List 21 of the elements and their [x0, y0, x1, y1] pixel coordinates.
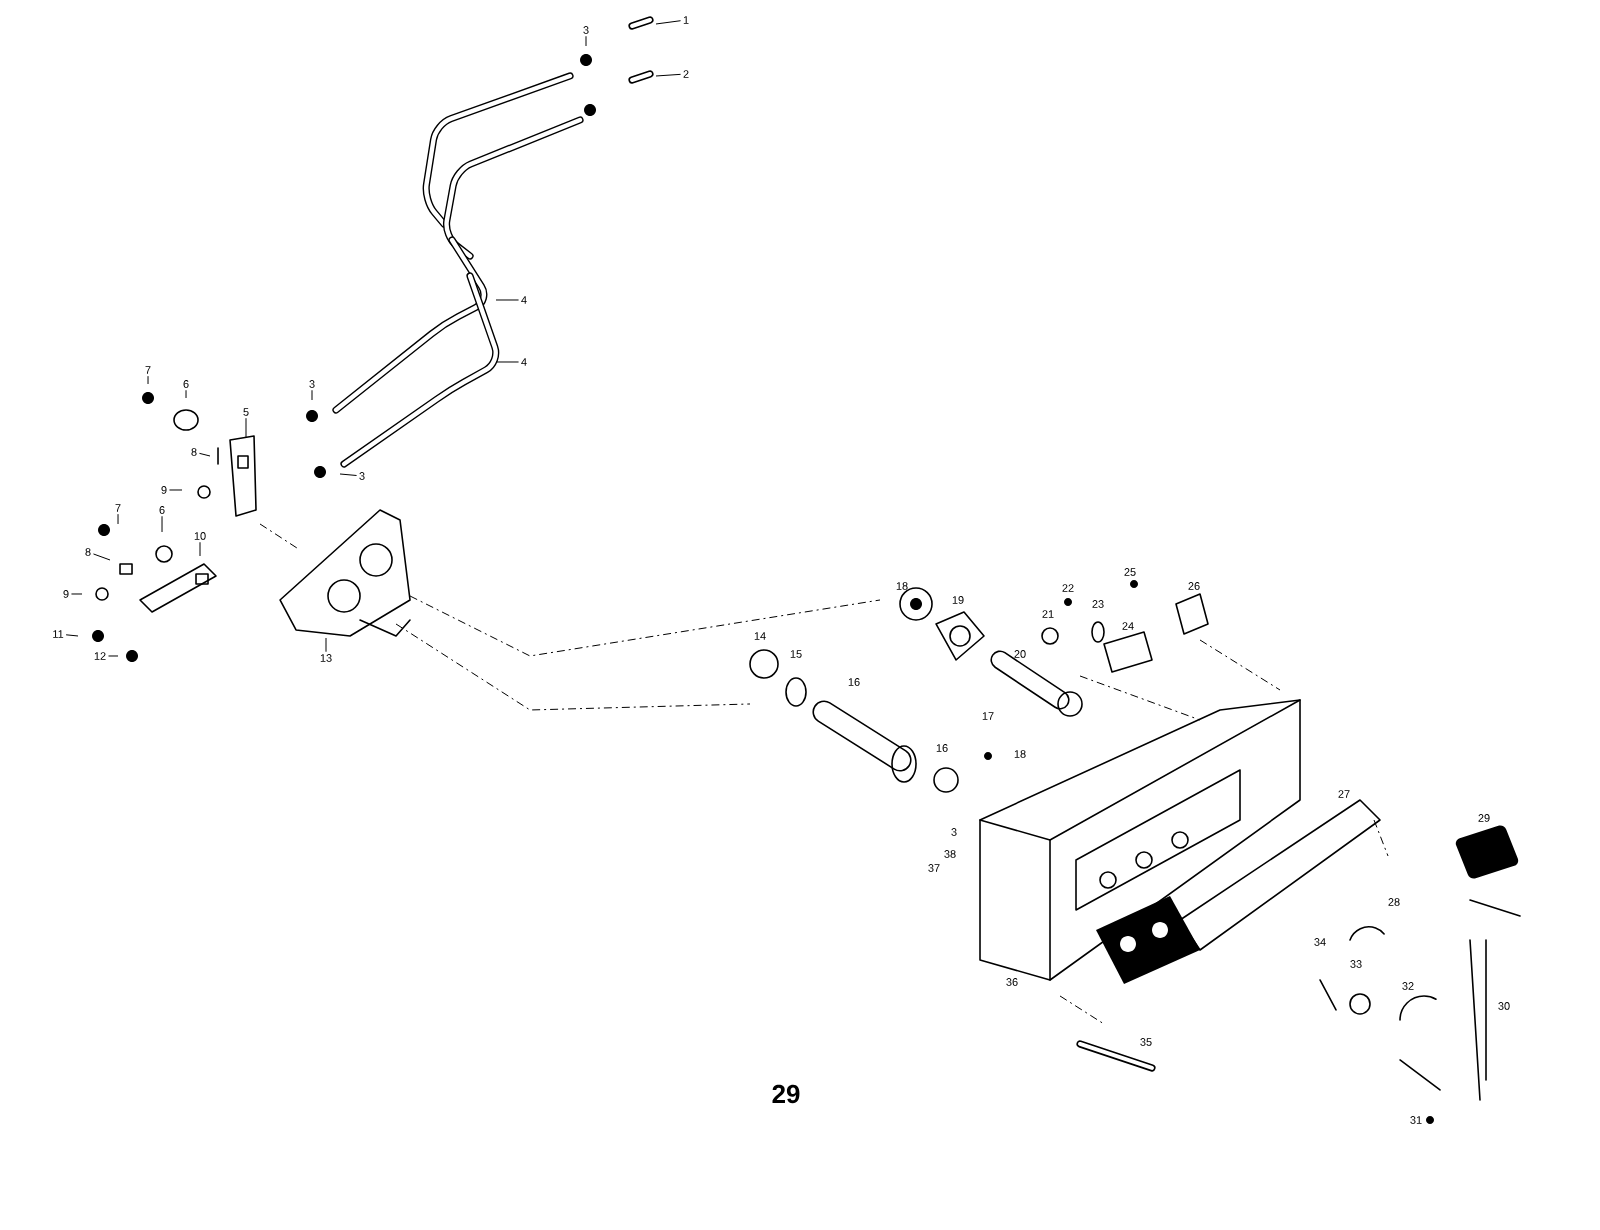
leader-line — [92, 553, 111, 561]
leader-line — [117, 513, 119, 525]
leader-line — [199, 541, 201, 557]
leader-line — [108, 655, 119, 657]
leader-line — [495, 361, 520, 363]
leader-line — [198, 452, 211, 457]
leader-line — [655, 20, 682, 25]
leader-line — [585, 35, 587, 47]
leader-line — [339, 473, 358, 476]
leader-line — [655, 73, 682, 77]
figure-number: 29 — [772, 1084, 800, 1104]
leader-line — [495, 299, 520, 301]
leader-line — [311, 389, 313, 401]
leader-line — [147, 375, 149, 385]
leader-line — [161, 515, 163, 533]
leader-line — [325, 637, 327, 653]
leader-line — [70, 593, 83, 595]
leader-line — [65, 634, 79, 637]
leader-line — [245, 417, 247, 439]
leader-line — [185, 389, 187, 399]
leader-line — [168, 489, 183, 491]
